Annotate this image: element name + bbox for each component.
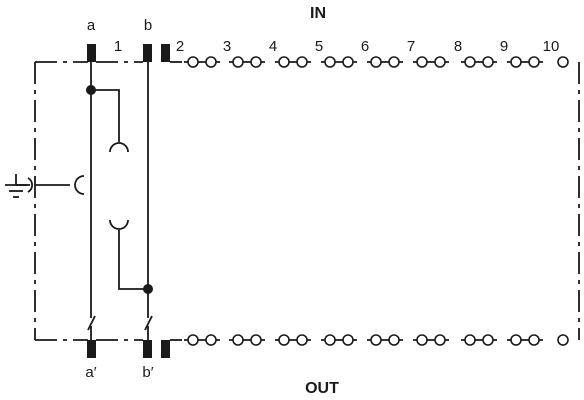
terminal-circle: [278, 56, 290, 68]
line-b-label: b: [144, 17, 152, 34]
terminal-b: [143, 44, 152, 62]
terminal-circle: [296, 56, 308, 68]
terminal-circle: [416, 56, 428, 68]
terminal-circle: [187, 334, 199, 346]
terminal-circle: [250, 334, 262, 346]
terminal-circle: [434, 334, 446, 346]
terminal-circle: [388, 56, 400, 68]
pair-number: 10: [543, 38, 560, 55]
terminal-circle: [296, 334, 308, 346]
terminal-b-shield: [161, 44, 170, 62]
line-a-label: a: [87, 17, 96, 34]
cross-wire-a: [91, 89, 120, 142]
shield-contact-arc: [74, 175, 85, 195]
terminal-circle: [250, 56, 262, 68]
line-b-break: [144, 315, 153, 331]
terminal-circle: [557, 334, 569, 346]
jumper-arc-upper: [109, 142, 129, 153]
pair-number: 6: [361, 38, 369, 55]
terminal-circle: [464, 56, 476, 68]
terminal-circle: [342, 334, 354, 346]
terminal-circle: [482, 56, 494, 68]
terminal-b-prime-shield: [161, 340, 170, 358]
terminal-circle: [528, 334, 540, 346]
terminal-circle: [324, 56, 336, 68]
terminal-circle: [205, 334, 217, 346]
pair-number-row: 1 2 3 4 5 6 7 8 9 10: [114, 38, 560, 55]
terminal-b-prime: [143, 340, 152, 358]
terminal-circle: [510, 334, 522, 346]
jumper-arc-lower: [109, 219, 129, 230]
terminal-circle: [434, 56, 446, 68]
pair-number: 3: [223, 38, 231, 55]
pair-number: 1: [114, 38, 122, 55]
ground-contact-arc: [27, 177, 34, 193]
out-label: OUT: [305, 380, 339, 397]
terminal-circle: [528, 56, 540, 68]
in-terminal-strip: [184, 56, 569, 68]
terminal-circle: [324, 334, 336, 346]
pair-number: 9: [500, 38, 508, 55]
terminal-circle: [205, 56, 217, 68]
terminal-circle: [232, 334, 244, 346]
terminal-circle: [370, 56, 382, 68]
terminal-a-prime: [87, 340, 96, 358]
terminal-circle: [232, 56, 244, 68]
pair-number: 5: [315, 38, 323, 55]
terminal-circle: [370, 334, 382, 346]
terminal-circle: [482, 334, 494, 346]
cross-wire-b: [118, 230, 148, 290]
pair-number: 7: [407, 38, 415, 55]
terminal-a: [87, 44, 96, 62]
in-label: IN: [310, 5, 326, 22]
terminal-circle: [388, 334, 400, 346]
terminal-circle: [342, 56, 354, 68]
terminal-circle: [278, 334, 290, 346]
terminal-circle: [557, 56, 569, 68]
line-a-prime-label: a′: [85, 364, 96, 381]
terminal-circle: [187, 56, 199, 68]
pair-number: 4: [269, 38, 277, 55]
pair-number: 2: [176, 38, 184, 55]
terminal-circle: [464, 334, 476, 346]
line-b-prime-label: b′: [142, 364, 153, 381]
pair-number: 8: [454, 38, 462, 55]
line-a-break: [87, 315, 96, 331]
terminal-circle: [416, 334, 428, 346]
out-terminal-strip: [184, 334, 569, 346]
terminal-circle: [510, 56, 522, 68]
